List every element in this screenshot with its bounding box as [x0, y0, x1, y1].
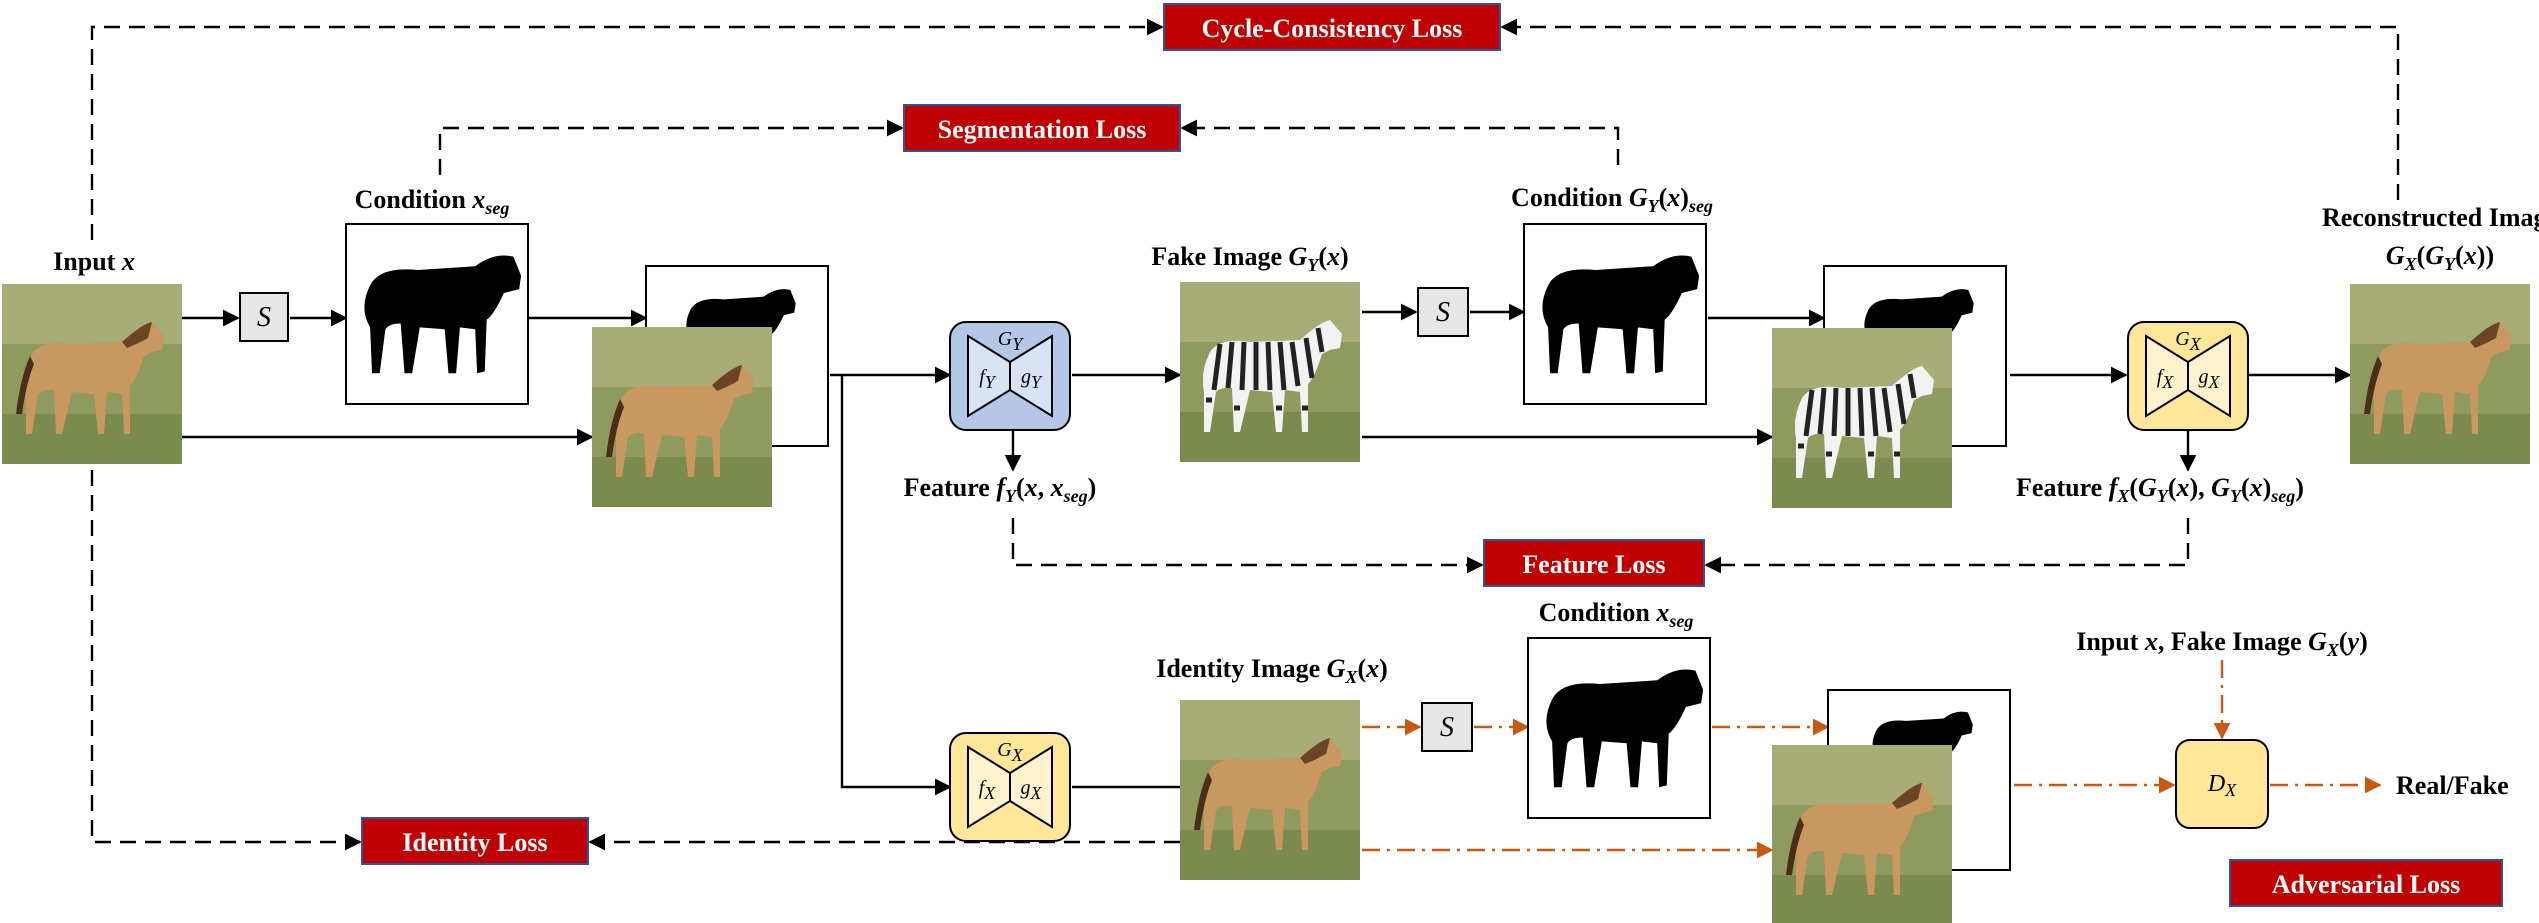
- discriminator-dx: DX: [2175, 739, 2269, 829]
- identity-loss-box: Identity Loss: [361, 817, 589, 865]
- segmenter-label: S: [1436, 297, 1450, 328]
- real-fake-label: Real/Fake: [2396, 771, 2509, 800]
- cycle-consistency-loss-label: Cycle-Consistency Loss: [1202, 14, 1463, 43]
- svg-text:fY: fY: [979, 366, 997, 392]
- discriminator-input-label: Input x, Fake Image GX(y): [2076, 627, 2368, 660]
- svg-text:fX: fX: [2157, 366, 2175, 392]
- concat-stack-1: [592, 265, 829, 507]
- segmenter-box-2: S: [1417, 287, 1469, 337]
- svg-text:GY: GY: [998, 328, 1024, 354]
- svg-text:gY: gY: [1021, 366, 1043, 392]
- svg-text:GX: GX: [997, 739, 1023, 765]
- adversarial-loss-box: Adversarial Loss: [2229, 859, 2503, 907]
- condition-label-3: Condition xseg: [1539, 598, 1694, 631]
- segmentation-loss-label: Segmentation Loss: [938, 115, 1147, 144]
- cycle-consistency-loss-box: Cycle-Consistency Loss: [1163, 3, 1501, 51]
- svg-text:gX: gX: [2199, 366, 2221, 392]
- fake-image: [1180, 282, 1360, 462]
- reconstructed-image: [2350, 284, 2530, 464]
- cycle-loss-line-right: [1500, 18, 2400, 200]
- concat-stack-3: [1772, 689, 2011, 923]
- segmenter-label: S: [257, 302, 271, 333]
- feature-loss-box: Feature Loss: [1483, 539, 1705, 587]
- seg-loss-line-right: [1180, 119, 1620, 165]
- segmenter-box-1: S: [239, 292, 289, 342]
- input-image: [2, 284, 182, 464]
- seg-loss-line-left: [438, 119, 904, 175]
- identity-loss-line-left: [90, 470, 362, 851]
- adversarial-connectors: [1362, 660, 2382, 859]
- input-label: Input x: [53, 247, 135, 276]
- fake-image-label: Fake Image GY(x): [1151, 242, 1348, 275]
- text-labels: Input x Condition xseg Fake Image GY(x) …: [53, 183, 2539, 800]
- reconstructed-label-line2: GX(GY(x)): [2386, 241, 2494, 274]
- svg-text:fX: fX: [979, 777, 997, 803]
- svg-text:gX: gX: [1021, 777, 1043, 803]
- adversarial-loss-label: Adversarial Loss: [2272, 870, 2461, 899]
- segmentation-loss-box: Segmentation Loss: [903, 104, 1181, 152]
- condition-seg-image-1: [345, 223, 529, 405]
- generator-gy: GY fY gY: [949, 321, 1071, 431]
- identity-loss-label: Identity Loss: [402, 828, 547, 857]
- condition-label-2: Condition GY(x)seg: [1511, 183, 1713, 216]
- segmenter-box-3: S: [1421, 702, 1473, 752]
- line-stack1-to-gx-identity: [840, 375, 952, 796]
- identity-image: [1180, 700, 1360, 880]
- feature-y-label: Feature fY(x, xseg): [904, 473, 1097, 506]
- condition-label-1: Condition xseg: [355, 185, 510, 218]
- generator-gx: GX fX gX: [2127, 321, 2249, 431]
- feature-loss-label: Feature Loss: [1522, 550, 1665, 579]
- generator-gx-identity: GX fX gX: [949, 732, 1071, 842]
- cycle-loss-line-left: [90, 18, 1164, 240]
- feature-loss-line-right: [1704, 518, 2190, 574]
- condition-seg-image-2: [1523, 223, 1707, 405]
- concat-stack-2: [1772, 265, 2007, 508]
- condition-seg-image-3: [1527, 637, 1711, 819]
- feature-loss-line-left: [1011, 518, 1484, 574]
- feature-x-label: Feature fX(GY(x), GY(x)seg): [2016, 473, 2304, 506]
- reconstructed-label-line1: Reconstructed Image: [2322, 203, 2539, 232]
- connectors: [90, 18, 2400, 851]
- segmenter-label: S: [1440, 712, 1454, 743]
- identity-image-label: Identity Image GX(x): [1156, 654, 1388, 687]
